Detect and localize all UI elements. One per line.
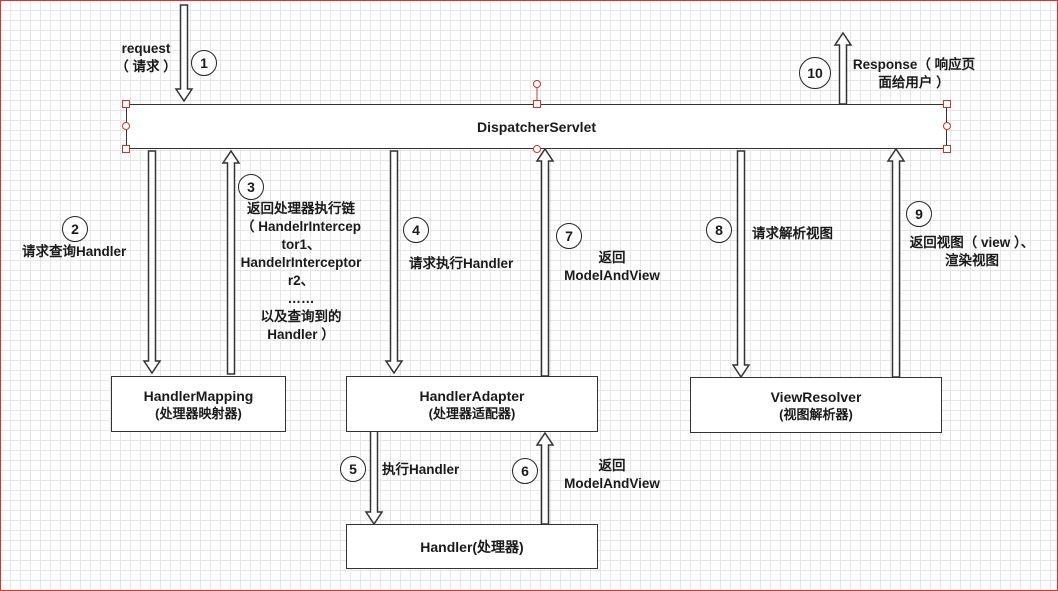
response-arrow[interactable] xyxy=(833,31,853,105)
step-7-arrow[interactable] xyxy=(535,147,555,377)
step-6-marker: 6 xyxy=(512,458,538,484)
step-7-marker: 7 xyxy=(556,223,582,249)
step-9-arrow[interactable] xyxy=(886,147,906,378)
handler-box[interactable]: Handler(处理器) xyxy=(346,524,598,569)
step-3-label-line: tor1、 xyxy=(281,237,321,252)
step-7-label-line: 返回 xyxy=(598,250,626,265)
dispatcher-servlet-label: DispatcherServlet xyxy=(476,118,597,135)
step-6-label-line: ModelAndView xyxy=(564,476,660,491)
step-4-arrow[interactable] xyxy=(384,150,404,375)
dispatcher-servlet-box[interactable]: DispatcherServlet xyxy=(126,104,947,149)
step-3-label: 返回处理器执行链 （ HandelrIntercep tor1、 Handelr… xyxy=(222,200,380,344)
step-4-marker: 4 xyxy=(403,217,429,243)
selection-handle-top-left[interactable] xyxy=(122,100,130,108)
step-6-label-line: 返回 xyxy=(598,458,626,473)
step-8-label: 请求解析视图 xyxy=(752,225,833,243)
step-3-label-line: Handler ） xyxy=(267,327,335,342)
selection-handle-middle-left[interactable] xyxy=(122,122,130,130)
step-3-arrow[interactable] xyxy=(221,149,241,375)
step-3-label-line: HandelrInterceptor xyxy=(240,255,362,270)
step-1-label-line: （ 请求 ） xyxy=(115,59,177,74)
selection-handle-bottom-left[interactable] xyxy=(122,145,130,153)
step-3-label-line: …… xyxy=(287,291,315,306)
selection-handle-bottom-center[interactable] xyxy=(533,145,541,153)
step-5-label: 执行Handler xyxy=(382,461,459,479)
step-9-marker: 9 xyxy=(906,201,932,227)
selection-handle-top-center[interactable] xyxy=(533,100,541,108)
view-resolver-box[interactable]: ViewResolver (视图解析器) xyxy=(690,377,942,433)
step-1-label-line: request xyxy=(121,41,171,56)
step-7-label-line: ModelAndView xyxy=(564,268,660,283)
step-10-marker: 10 xyxy=(799,57,831,89)
handler-mapping-label: HandlerMapping xyxy=(143,387,254,404)
rotate-handle[interactable] xyxy=(533,80,541,88)
step-5-label-line: 执行Handler xyxy=(382,462,460,477)
step-8-arrow[interactable] xyxy=(731,150,751,379)
step-9-label: 返回视图（ view ）、 渲染视图 xyxy=(904,234,1040,270)
selection-handle-bottom-right[interactable] xyxy=(943,145,951,153)
view-resolver-label: ViewResolver xyxy=(770,388,862,405)
step-7-label: 返回 ModelAndView xyxy=(556,249,668,285)
step-8-label-line: 请求解析视图 xyxy=(752,226,833,241)
step-2-label-line: 请求查询Handler xyxy=(22,244,127,259)
step-2-label: 请求查询Handler xyxy=(22,243,126,261)
step-9-label-line: 返回视图（ view ）、 xyxy=(909,235,1035,250)
step-3-label-line: 返回处理器执行链 xyxy=(247,201,355,216)
step-3-label-line: r2、 xyxy=(287,273,315,288)
step-2-arrow[interactable] xyxy=(142,150,162,375)
step-1-label: request （ 请求 ） xyxy=(108,40,184,76)
selection-handle-top-right[interactable] xyxy=(943,100,951,108)
step-5-arrow[interactable] xyxy=(364,430,384,526)
step-10-label-line: Response（ 响应页 xyxy=(852,57,976,72)
handler-adapter-label: HandlerAdapter xyxy=(419,387,525,404)
handler-mapping-sub-label: (处理器映射器) xyxy=(155,405,242,421)
step-4-label-line: 请求执行Handler xyxy=(409,256,514,271)
step-6-arrow[interactable] xyxy=(535,431,555,525)
step-9-label-line: 渲染视图 xyxy=(945,253,999,268)
handler-adapter-sub-label: (处理器适配器) xyxy=(428,405,516,421)
step-5-marker: 5 xyxy=(340,456,366,482)
step-3-marker: 3 xyxy=(238,174,264,200)
step-10-label-line: 面给用户 ） xyxy=(878,75,950,90)
step-6-label: 返回 ModelAndView xyxy=(556,457,668,493)
handler-adapter-box[interactable]: HandlerAdapter (处理器适配器) xyxy=(346,376,598,432)
handler-mapping-box[interactable]: HandlerMapping (处理器映射器) xyxy=(111,376,286,432)
step-10-label: Response（ 响应页 面给用户 ） xyxy=(852,56,976,92)
step-3-label-line: （ HandelrIntercep xyxy=(240,219,362,234)
step-1-marker: 1 xyxy=(191,50,217,76)
step-2-marker: 2 xyxy=(62,216,88,242)
step-3-label-line: 以及查询到的 xyxy=(260,309,342,324)
step-4-label: 请求执行Handler xyxy=(409,255,513,273)
handler-label: Handler(处理器) xyxy=(420,538,524,555)
step-8-marker: 8 xyxy=(706,217,732,243)
request-arrow[interactable] xyxy=(174,4,194,103)
view-resolver-sub-label: (视图解析器) xyxy=(779,406,853,422)
selection-handle-middle-right[interactable] xyxy=(943,122,951,130)
